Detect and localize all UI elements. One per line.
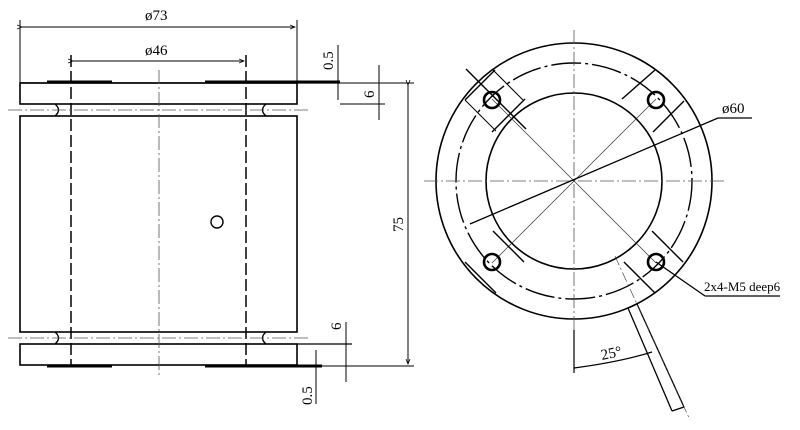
hole-top-left (482, 90, 502, 110)
dim-recess-top: 0.5 (321, 51, 337, 70)
dim-bolt-circle: ø60 (722, 101, 745, 117)
bottom-plate (19, 343, 298, 366)
dim-plate-top: 6 (362, 90, 378, 98)
hole-bottom-left (482, 252, 502, 272)
side-view (8, 20, 414, 404)
hole-bottom-right (646, 252, 666, 272)
body (19, 115, 298, 333)
cable-angle: 25° (600, 344, 624, 364)
dim-outer-diameter: ø73 (145, 8, 168, 24)
side-hole (210, 215, 224, 229)
top-plate (19, 82, 298, 105)
dim-plate-bottom: 6 (329, 322, 345, 330)
dim-inner-diameter: ø46 (145, 43, 168, 59)
hole-top-right (646, 90, 666, 110)
dim-recess-bottom: 0.5 (300, 386, 316, 405)
top-view (424, 30, 780, 421)
hole-callout: 2x4-M5 deep6 (704, 279, 781, 294)
dim-height: 75 (391, 217, 407, 232)
